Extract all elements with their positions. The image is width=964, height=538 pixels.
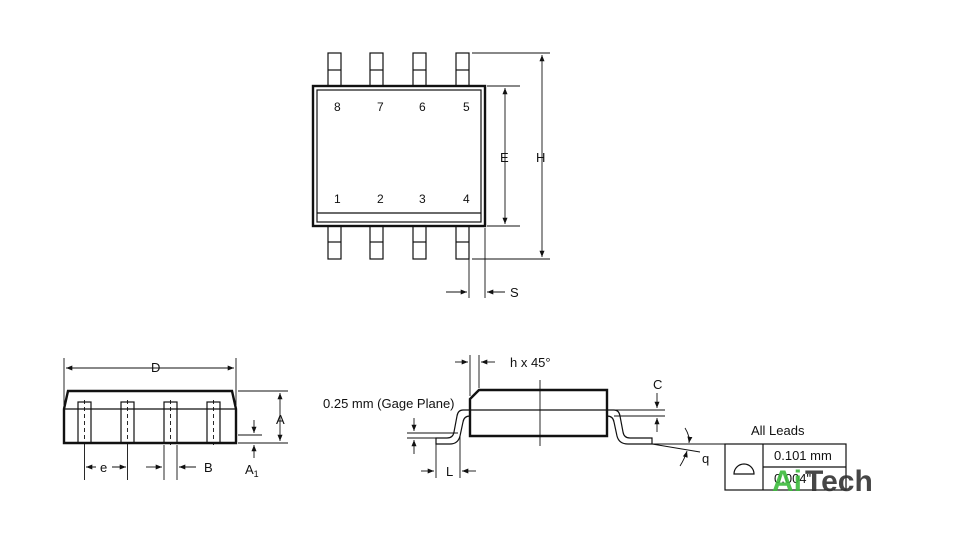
all-leads-label: All Leads: [751, 423, 805, 438]
pin-label-6: 6: [419, 100, 426, 114]
dim-label-A1-subscript: 1: [254, 469, 259, 479]
side-view: D A A1 e B: [62, 358, 288, 480]
dimension-C: C: [614, 377, 665, 432]
bottom-leads: [327, 225, 470, 260]
svg-text:Ai: Ai: [772, 465, 802, 498]
top-leads: [327, 52, 470, 87]
dimension-A: A: [238, 390, 288, 444]
end-view: h x 45° 0.25 mm (Gage Plane) L C: [323, 355, 725, 479]
dimension-A1: A1: [238, 420, 262, 479]
dim-label-angle: q: [702, 451, 709, 466]
pin-label-2: 2: [377, 192, 384, 206]
dimension-D: D: [63, 358, 237, 405]
tolerance-inch: 0.004": [774, 471, 812, 486]
dimension-H: H: [472, 52, 550, 260]
flatness-tolerance-box: All Leads 0.101 mm 0.004": [724, 423, 847, 491]
dim-label-e: e: [100, 460, 107, 475]
dim-label-E: E: [500, 150, 509, 165]
dim-label-S: S: [510, 285, 519, 300]
dim-label-B: B: [204, 460, 213, 475]
dimension-angle: q: [651, 427, 725, 467]
pin-label-5: 5: [463, 100, 470, 114]
pin-label-7: 7: [377, 100, 384, 114]
gull-wing-lead-right: [606, 409, 653, 445]
gull-wing-lead-left: [435, 409, 471, 445]
aitech-watermark-logo: Ai Tech: [772, 465, 873, 498]
dimension-S: S: [446, 228, 519, 300]
dim-label-L: L: [446, 464, 453, 479]
dimension-h45: h x 45°: [455, 355, 551, 396]
pin-label-4: 4: [463, 192, 470, 206]
dimension-L: L: [421, 436, 476, 479]
dim-label-chamfer: h x 45°: [510, 355, 551, 370]
top-view: 8 7 6 5 1 2 3 4 E H S: [311, 52, 550, 300]
dim-label-C: C: [653, 377, 662, 392]
side-body-outline: [62, 389, 238, 445]
end-body-outline: [468, 388, 609, 438]
svg-text:Tech: Tech: [805, 465, 873, 498]
gage-plane-label: 0.25 mm (Gage Plane): [323, 396, 455, 411]
package-body-inner: [316, 89, 482, 223]
pin-label-8: 8: [334, 100, 341, 114]
pin-label-1: 1: [334, 192, 341, 206]
package-body-outline: [311, 84, 487, 228]
gage-plane: 0.25 mm (Gage Plane): [323, 396, 458, 454]
tolerance-mm: 0.101 mm: [774, 448, 832, 463]
pin-label-3: 3: [419, 192, 426, 206]
flatness-symbol-icon: [733, 463, 755, 475]
dim-label-A: A: [276, 412, 285, 427]
dimension-e: e: [84, 445, 128, 480]
dimension-B: B: [146, 445, 213, 480]
dimension-E: E: [487, 85, 520, 227]
dim-label-H: H: [536, 150, 545, 165]
dim-label-D: D: [151, 360, 160, 375]
dim-label-A1: A1: [245, 462, 259, 479]
